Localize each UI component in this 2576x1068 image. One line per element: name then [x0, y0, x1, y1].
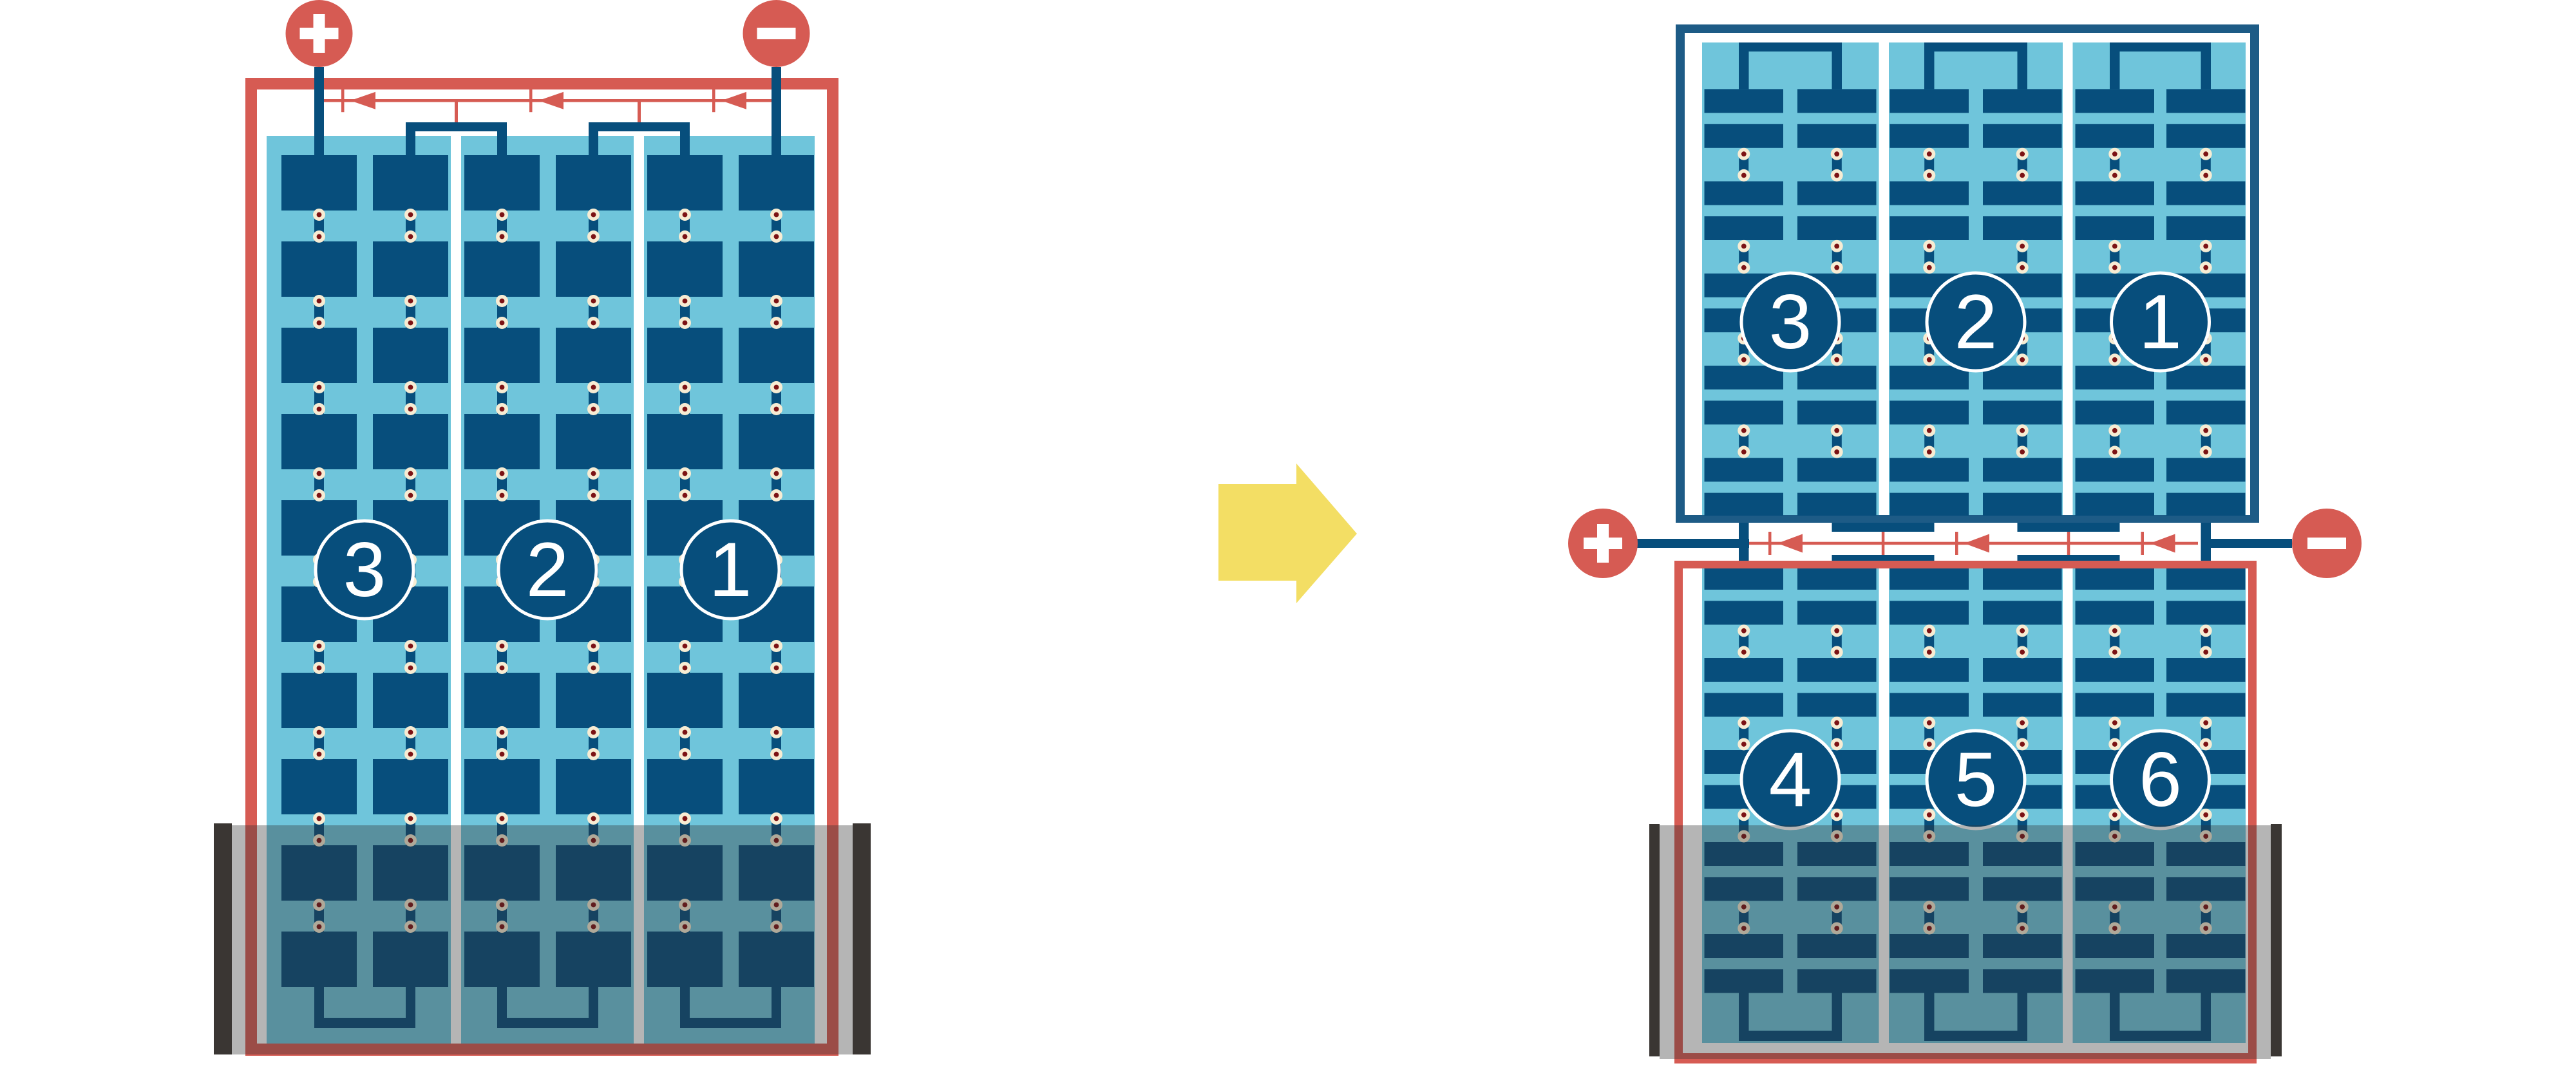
svg-text:6: 6: [2139, 736, 2182, 823]
svg-text:3: 3: [343, 527, 386, 613]
svg-text:4: 4: [1769, 736, 1812, 823]
svg-text:1: 1: [2139, 279, 2182, 365]
svg-text:3: 3: [1769, 279, 1812, 365]
svg-text:1: 1: [709, 527, 752, 613]
svg-text:2: 2: [1955, 279, 1998, 365]
svg-text:5: 5: [1955, 736, 1998, 823]
svg-text:2: 2: [526, 527, 569, 613]
